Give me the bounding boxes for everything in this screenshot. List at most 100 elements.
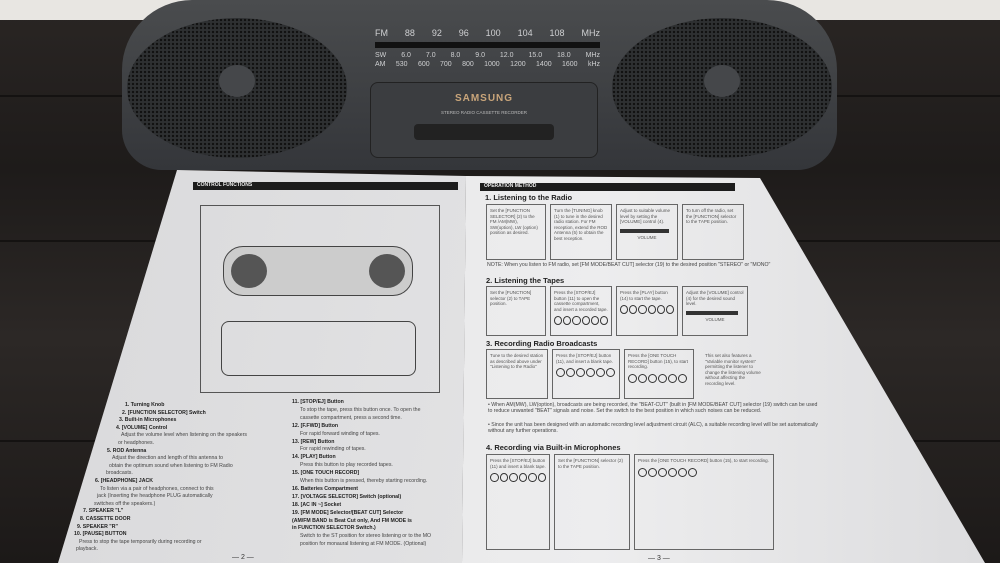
step-box: Press the [PLAY] button (14) to start th… <box>616 286 678 336</box>
cassette-buttons-diagram <box>556 368 616 377</box>
volume-slider-diagram <box>620 228 669 233</box>
dial-label: 15.0 <box>528 52 543 59</box>
step-text: Set the [FUNCTION] selector (2) to TAPE … <box>490 290 532 306</box>
step-box: Set the [FUNCTION] selector (2) to the T… <box>554 454 630 550</box>
step-box: Adjust to suitable volume level by setti… <box>616 204 678 260</box>
dial-label: 1000 <box>484 61 500 68</box>
dial-label: 8.0 <box>450 52 461 59</box>
speaker-left <box>127 18 347 158</box>
control-item: or headphones. <box>118 440 155 446</box>
volume-label: VOLUME <box>637 234 657 240</box>
dial-label: AM <box>375 61 386 68</box>
control-item: 19. [FM MODE] Selector/[BEAT CUT] Select… <box>292 509 404 516</box>
speaker-right <box>612 18 832 158</box>
dial-label: 12.0 <box>499 52 514 59</box>
control-item: For rapid forward winding of tapes. <box>300 430 380 437</box>
control-diagram <box>200 205 440 393</box>
step-text: Tune to the desired station as described… <box>490 353 544 369</box>
step-text: Turn the [TUNING] knob (1) to tune in th… <box>554 208 608 241</box>
sw-scale: SW 6.0 7.0 8.0 9.0 12.0 15.0 18.0 MHz <box>375 51 600 60</box>
control-item: 13. [REW] Button <box>292 438 335 445</box>
cassette-buttons-diagram <box>628 373 690 383</box>
section-title: 4. Recording via Built-in Microphones <box>486 443 621 452</box>
dial-label: 1400 <box>536 61 552 68</box>
step-text: Press the [ONE TOUCH RECORD] button (15)… <box>638 458 769 463</box>
dial-pointer-bar <box>375 42 600 48</box>
dial-label: MHz <box>585 52 600 59</box>
cassette-buttons-diagram <box>620 305 675 314</box>
dial-label: 700 <box>440 61 452 68</box>
step-text: Press the [ONE TOUCH RECORD] button (15)… <box>628 353 689 369</box>
dial-label: 104 <box>517 28 533 38</box>
step-text: Adjust the [VOLUME] control (4) for the … <box>686 290 744 306</box>
control-item: cassette compartment, press a second tim… <box>300 414 402 421</box>
step-box: To turn off the radio, set the [FUNCTION… <box>682 204 744 260</box>
control-item: in FUNCTION SELECTOR Switch.) <box>292 525 376 532</box>
step-text: Press the [STOP/EJ] button (11) and inse… <box>490 458 546 469</box>
control-item: 18. [AC IN ~] Socket <box>292 501 342 508</box>
step-text: To turn off the radio, set the [FUNCTION… <box>686 208 737 224</box>
dial-label: 18.0 <box>557 52 571 59</box>
dial-label: MHz <box>581 28 600 38</box>
page-number: — 2 — <box>232 554 254 561</box>
dial-label: 96 <box>458 28 469 38</box>
dial-label: 530 <box>395 61 408 68</box>
step-text: Set the [FUNCTION SELECTOR] (2) to the F… <box>490 208 538 235</box>
step-text: Set the [FUNCTION] selector (2) to the T… <box>558 458 624 469</box>
step-box: Set the [FUNCTION SELECTOR] (2) to the F… <box>486 204 546 260</box>
control-item: Adjust the direction and length of this … <box>112 455 224 462</box>
dial-label: 9.0 <box>475 52 485 59</box>
dial-label: 7.0 <box>425 52 436 59</box>
section-title: 3. Recording Radio Broadcasts <box>486 339 598 348</box>
control-item: To stop the tape, press this button once… <box>300 406 421 413</box>
dial-label: 800 <box>462 61 474 68</box>
control-item: For rapid rewinding of tapes. <box>300 446 366 453</box>
note-text: NOTE: When you listen to FM radio, set [… <box>487 262 771 268</box>
cassette-window <box>414 124 554 140</box>
step-text: Adjust to suitable volume level by setti… <box>620 208 671 224</box>
dial-label: SW <box>375 52 387 59</box>
control-item: 15. [ONE TOUCH RECORD] <box>292 470 360 477</box>
step-box: Press the [ONE TOUCH RECORD] button (15)… <box>624 349 694 399</box>
step-text: Press the [STOP/EJ] button (11) to open … <box>554 290 608 312</box>
brand-logo: SAMSUNG <box>454 93 514 104</box>
dial-label: 1600 <box>561 61 578 68</box>
dial-label: 108 <box>549 28 565 38</box>
control-item: 17. [VOLTAGE SELECTOR] Switch (optional) <box>292 493 402 500</box>
control-item: (AM/FM BAND is Beat Cut only, And FM MOD… <box>292 517 412 524</box>
dial-label: 92 <box>431 28 442 38</box>
control-item: 4. [VOLUME] Control <box>116 424 168 431</box>
dial-label: 88 <box>404 28 415 38</box>
control-item: To listen via a pair of headphones, conn… <box>100 485 214 492</box>
control-item: 7. SPEAKER "L" <box>83 508 124 515</box>
control-item: 3. Built-in Microphones <box>119 417 177 424</box>
step-box: Set the [FUNCTION] selector (2) to TAPE … <box>486 286 546 336</box>
volume-slider-diagram <box>686 310 739 315</box>
cassette-buttons-diagram <box>554 316 609 325</box>
step-box: Press the [ONE TOUCH RECORD] button (15)… <box>634 454 774 550</box>
dial-label: 6.0 <box>401 52 411 59</box>
step-box: Press the [STOP/EJ] button (11), and ins… <box>552 349 620 399</box>
step-box: Tune to the desired station as described… <box>486 349 548 399</box>
volume-label: VOLUME <box>705 316 725 322</box>
dial-label: kHz <box>587 61 600 68</box>
cassette-buttons-diagram <box>490 473 546 482</box>
model-subtitle: STEREO RADIO CASSETTE RECORDER <box>440 110 527 115</box>
section-header: OPERATION METHOD <box>480 183 735 191</box>
section-title: 2. Listening the Tapes <box>486 276 565 285</box>
control-item: 12. [F.FWD] Button <box>292 422 339 429</box>
control-item: obtain the optimum sound when listening … <box>109 462 233 469</box>
page-number: — 3 — <box>648 555 670 562</box>
control-item: 9. SPEAKER "R" <box>77 523 118 530</box>
dial-label: 1200 <box>510 61 526 68</box>
step-box: Press the [STOP/EJ] button (11) and inse… <box>486 454 550 550</box>
control-item: 1. Turning Knob <box>125 402 165 408</box>
control-item: 8. CASSETTE DOOR <box>80 516 131 522</box>
control-item: 11. [STOP/EJ] Button <box>292 399 344 405</box>
control-item: Press to stop the tape temporarily durin… <box>79 538 202 545</box>
control-item: 10. [PAUSE] BUTTON <box>74 531 127 538</box>
aside-note: This set also features a "Variable monit… <box>705 353 761 386</box>
step-box: Adjust the [VOLUME] control (4) for the … <box>682 286 748 336</box>
